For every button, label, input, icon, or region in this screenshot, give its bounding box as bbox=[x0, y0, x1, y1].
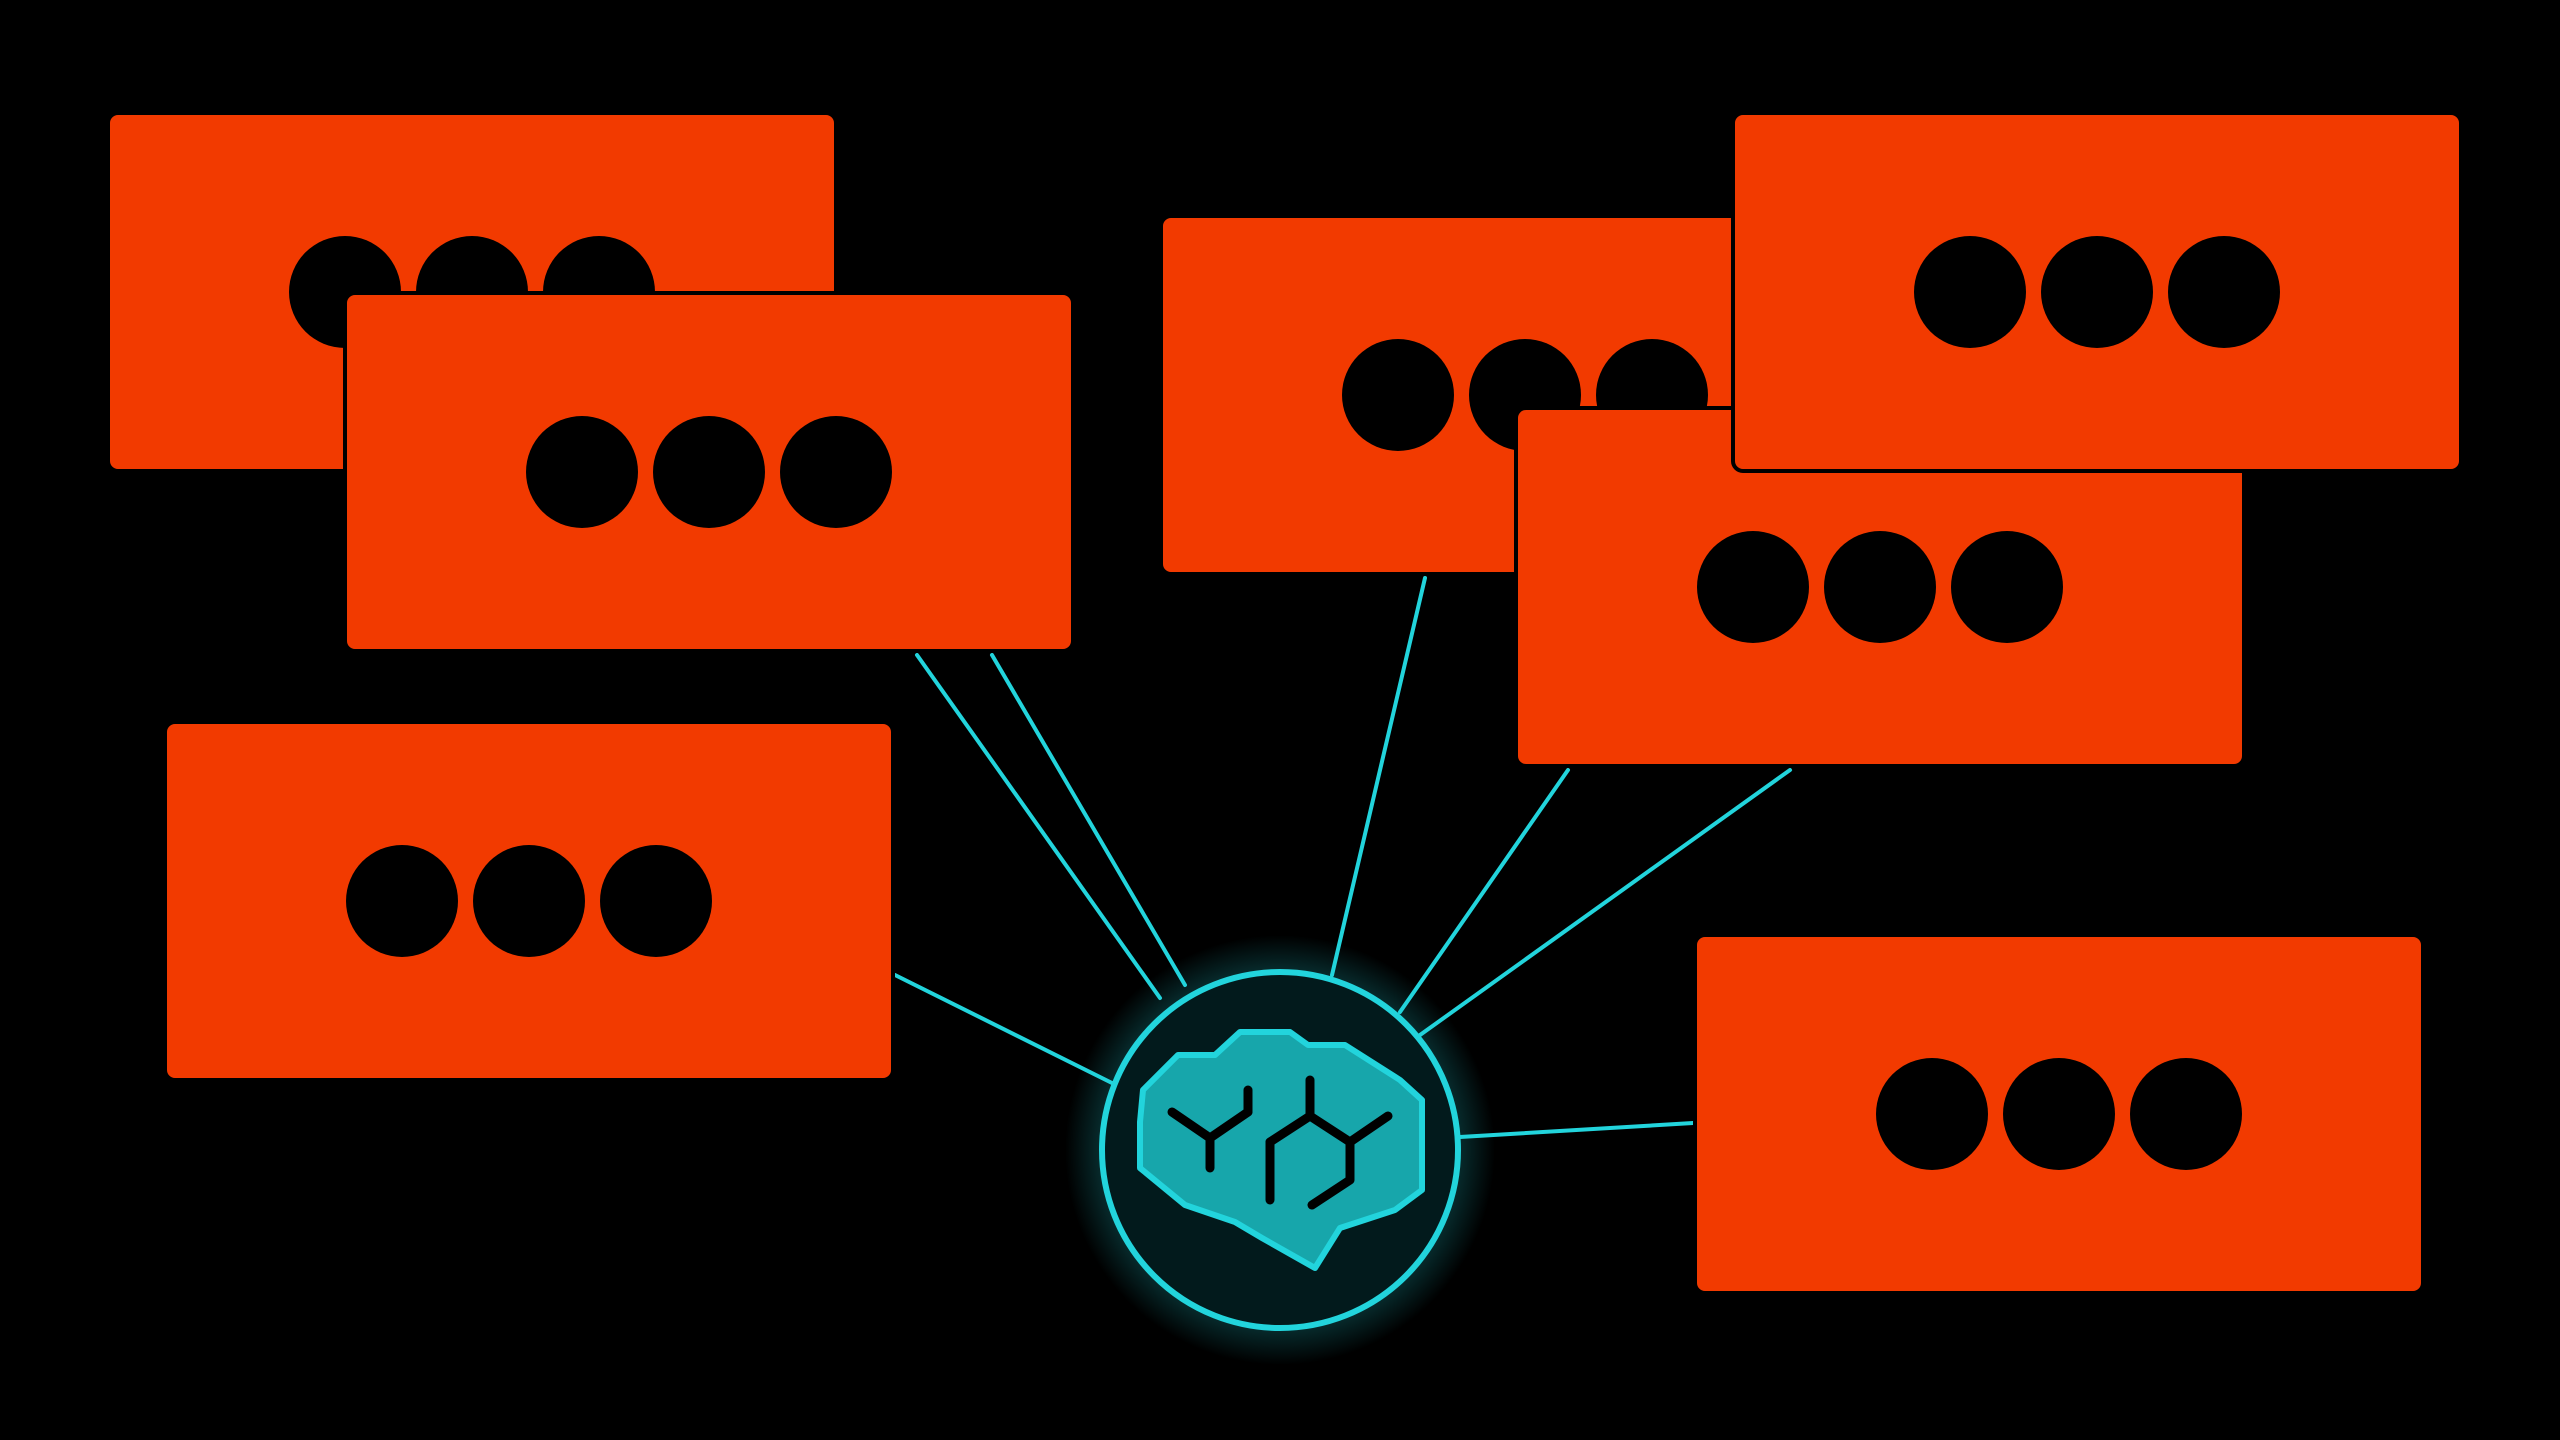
message-bubble bbox=[343, 291, 1075, 653]
connection-line bbox=[915, 653, 1162, 1000]
message-bubbles bbox=[106, 111, 2463, 1295]
connection-line bbox=[1330, 576, 1427, 977]
typing-indicator-icon bbox=[1876, 1058, 2242, 1170]
message-bubble bbox=[1693, 933, 2425, 1295]
typing-indicator-icon bbox=[1697, 531, 2063, 643]
typing-indicator-icon bbox=[526, 416, 892, 528]
message-bubble bbox=[1514, 406, 2246, 768]
typing-indicator-icon bbox=[1914, 236, 2280, 348]
connection-line bbox=[1398, 768, 1570, 1014]
ai-hub bbox=[1065, 935, 1495, 1365]
connection-line bbox=[1418, 768, 1792, 1037]
connection-line bbox=[1458, 1121, 1695, 1139]
brain-network-icon bbox=[1137, 1029, 1425, 1271]
message-bubble bbox=[163, 720, 895, 1082]
connection-line bbox=[893, 973, 1114, 1085]
message-bubble bbox=[1731, 111, 2463, 473]
connection-line bbox=[990, 653, 1187, 987]
connection-lines bbox=[893, 576, 1792, 1139]
typing-indicator-icon bbox=[346, 845, 712, 957]
